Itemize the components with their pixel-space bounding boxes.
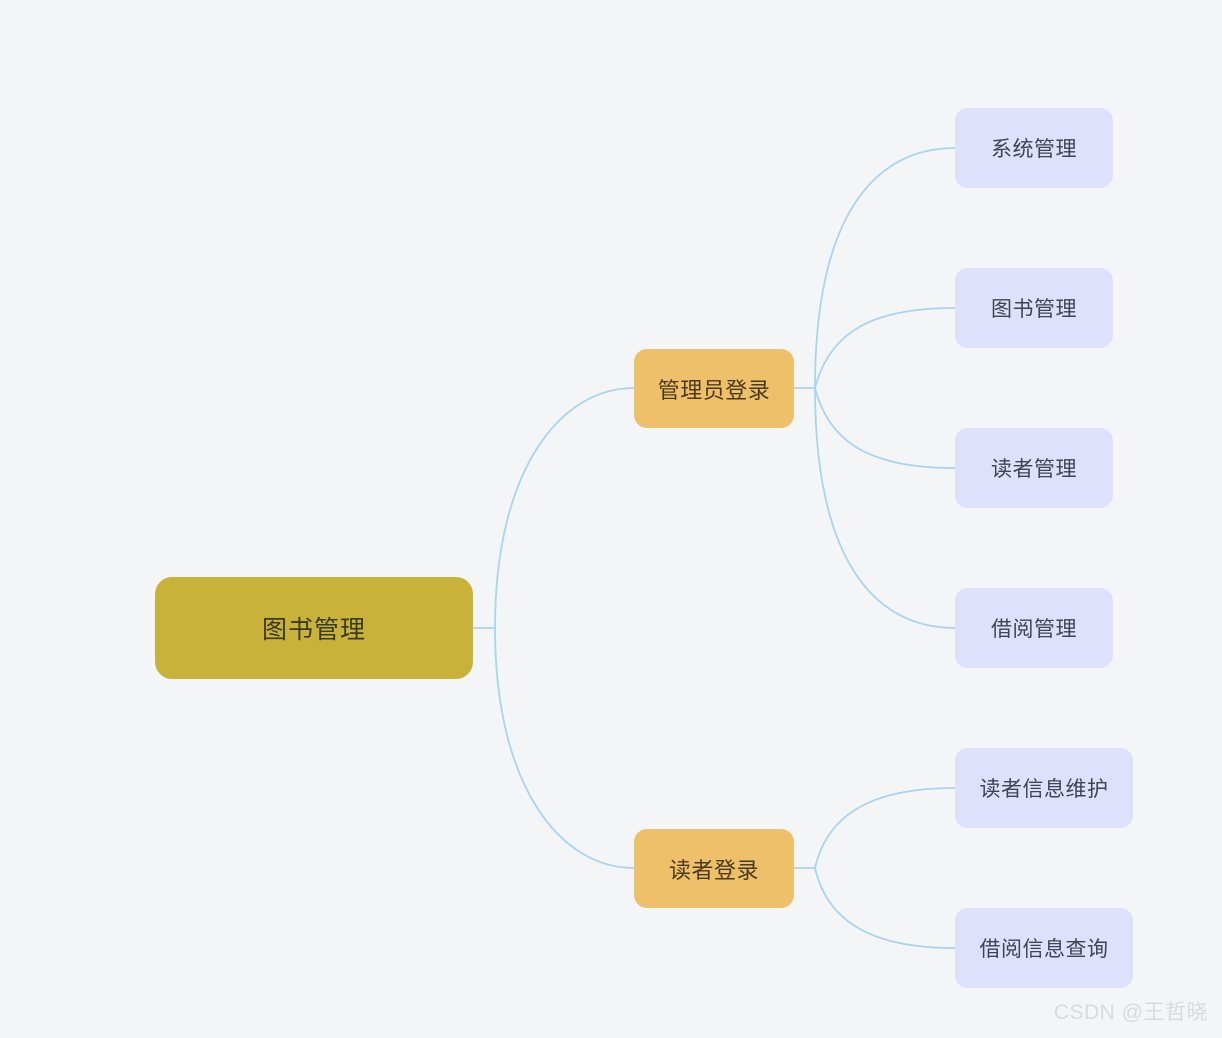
connector-admin-to-book [814,307,956,389]
connector-reader-to-info [814,787,956,869]
mindmap-node-leaf-borrow-management[interactable]: 借阅管理 [955,588,1113,668]
mindmap-node-branch-reader-login[interactable]: 读者登录 [634,829,794,908]
connector-reader-to-query [814,867,956,949]
mindmap-node-leaf-system-management[interactable]: 系统管理 [955,108,1113,188]
connector-root-to-admin [494,387,635,629]
watermark: CSDN @王哲晓 [1053,1001,1208,1024]
mindmap-node-leaf-borrow-info-query[interactable]: 借阅信息查询 [955,908,1133,988]
connector-admin-to-borrow [814,387,956,629]
mindmap-node-branch-admin-login[interactable]: 管理员登录 [634,349,794,428]
connector-root-to-reader [494,627,635,869]
mindmap-node-leaf-book-management[interactable]: 图书管理 [955,268,1113,348]
connector-admin-to-system [814,147,956,389]
mindmap-node-root-root[interactable]: 图书管理 [155,577,473,679]
mindmap-node-leaf-reader-management[interactable]: 读者管理 [955,428,1113,508]
connector-admin-to-reader-mgmt [814,387,956,469]
mindmap-node-leaf-reader-info-maintenance[interactable]: 读者信息维护 [955,748,1133,828]
